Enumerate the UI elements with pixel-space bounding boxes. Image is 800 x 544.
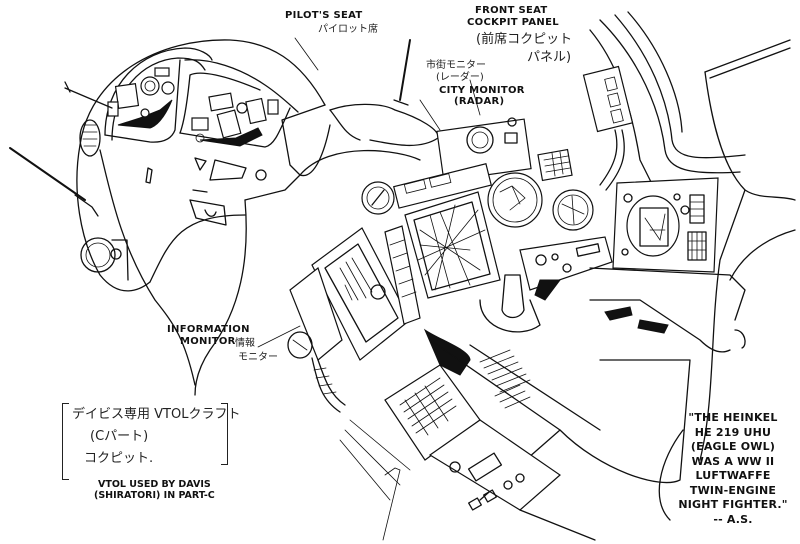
heinkel-quote: "THE HEINKEL HE 219 UHU (EAGLE OWL) WAS …	[668, 411, 798, 527]
note-jp-line-1: デイビス専用 VTOLクラフト	[72, 407, 241, 422]
label-city-monitor: CITY MONITOR	[439, 85, 525, 96]
right-console	[589, 177, 746, 353]
caption-line-1: VTOL USED BY DAVIS	[98, 479, 211, 490]
label-front-seat-jp-1: (前席コクピット	[476, 32, 573, 47]
quote-line: WAS A WW II	[691, 454, 775, 468]
label-radar: (RADAR)	[454, 96, 505, 107]
label-front-seat: FRONT SEAT	[475, 5, 548, 16]
bracket-left	[62, 403, 69, 480]
label-monitor: MONITOR	[180, 336, 236, 347]
production-note-bracket: デイビス専用 VTOLクラフト (Cパート) コクピット.	[62, 403, 240, 480]
quote-line: LUFTWAFFE	[695, 469, 771, 482]
label-information-jp-2: モニター	[238, 352, 278, 363]
quote-line: TWIN-ENGINE	[689, 483, 777, 497]
label-pilots-seat: PILOT'S SEAT	[285, 10, 363, 21]
front-cockpit-instruments	[107, 67, 175, 129]
label-city-monitor-jp-1: 市街モニター	[426, 60, 486, 71]
note-jp-line-3: コクピット.	[84, 451, 154, 466]
quote-line: NIGHT FIGHTER."	[678, 498, 788, 511]
label-information-jp-1: 情報	[235, 338, 255, 349]
label-city-monitor-jp-2: (レーダー)	[436, 72, 484, 83]
label-information: INFORMATION	[167, 324, 250, 335]
quote-attribution: -- A.S.	[713, 512, 753, 526]
attitude-gauge	[487, 172, 543, 228]
lower-console	[257, 79, 691, 541]
label-cockpit-panel: COCKPIT PANEL	[467, 17, 559, 28]
note-jp-line-2: (Cパート)	[90, 429, 149, 444]
instrument-panel	[287, 117, 613, 413]
bracket-right	[221, 403, 228, 465]
quote-line: HE 219 UHU	[694, 425, 772, 439]
rear-cockpit-instruments	[191, 92, 279, 147]
quote-line: "THE HEINKEL	[688, 411, 778, 424]
label-front-seat-jp-2: パネル)	[527, 50, 572, 65]
aircraft-exterior	[9, 37, 439, 396]
note-caption: VTOL USED BY DAVIS (SHIRATORI) IN PART-C	[94, 479, 215, 501]
label-pilots-seat-jp: パイロット席	[318, 24, 378, 35]
quote-line: (EAGLE OWL)	[690, 440, 776, 453]
caption-line-2: (SHIRATORI) IN PART-C	[94, 490, 215, 501]
